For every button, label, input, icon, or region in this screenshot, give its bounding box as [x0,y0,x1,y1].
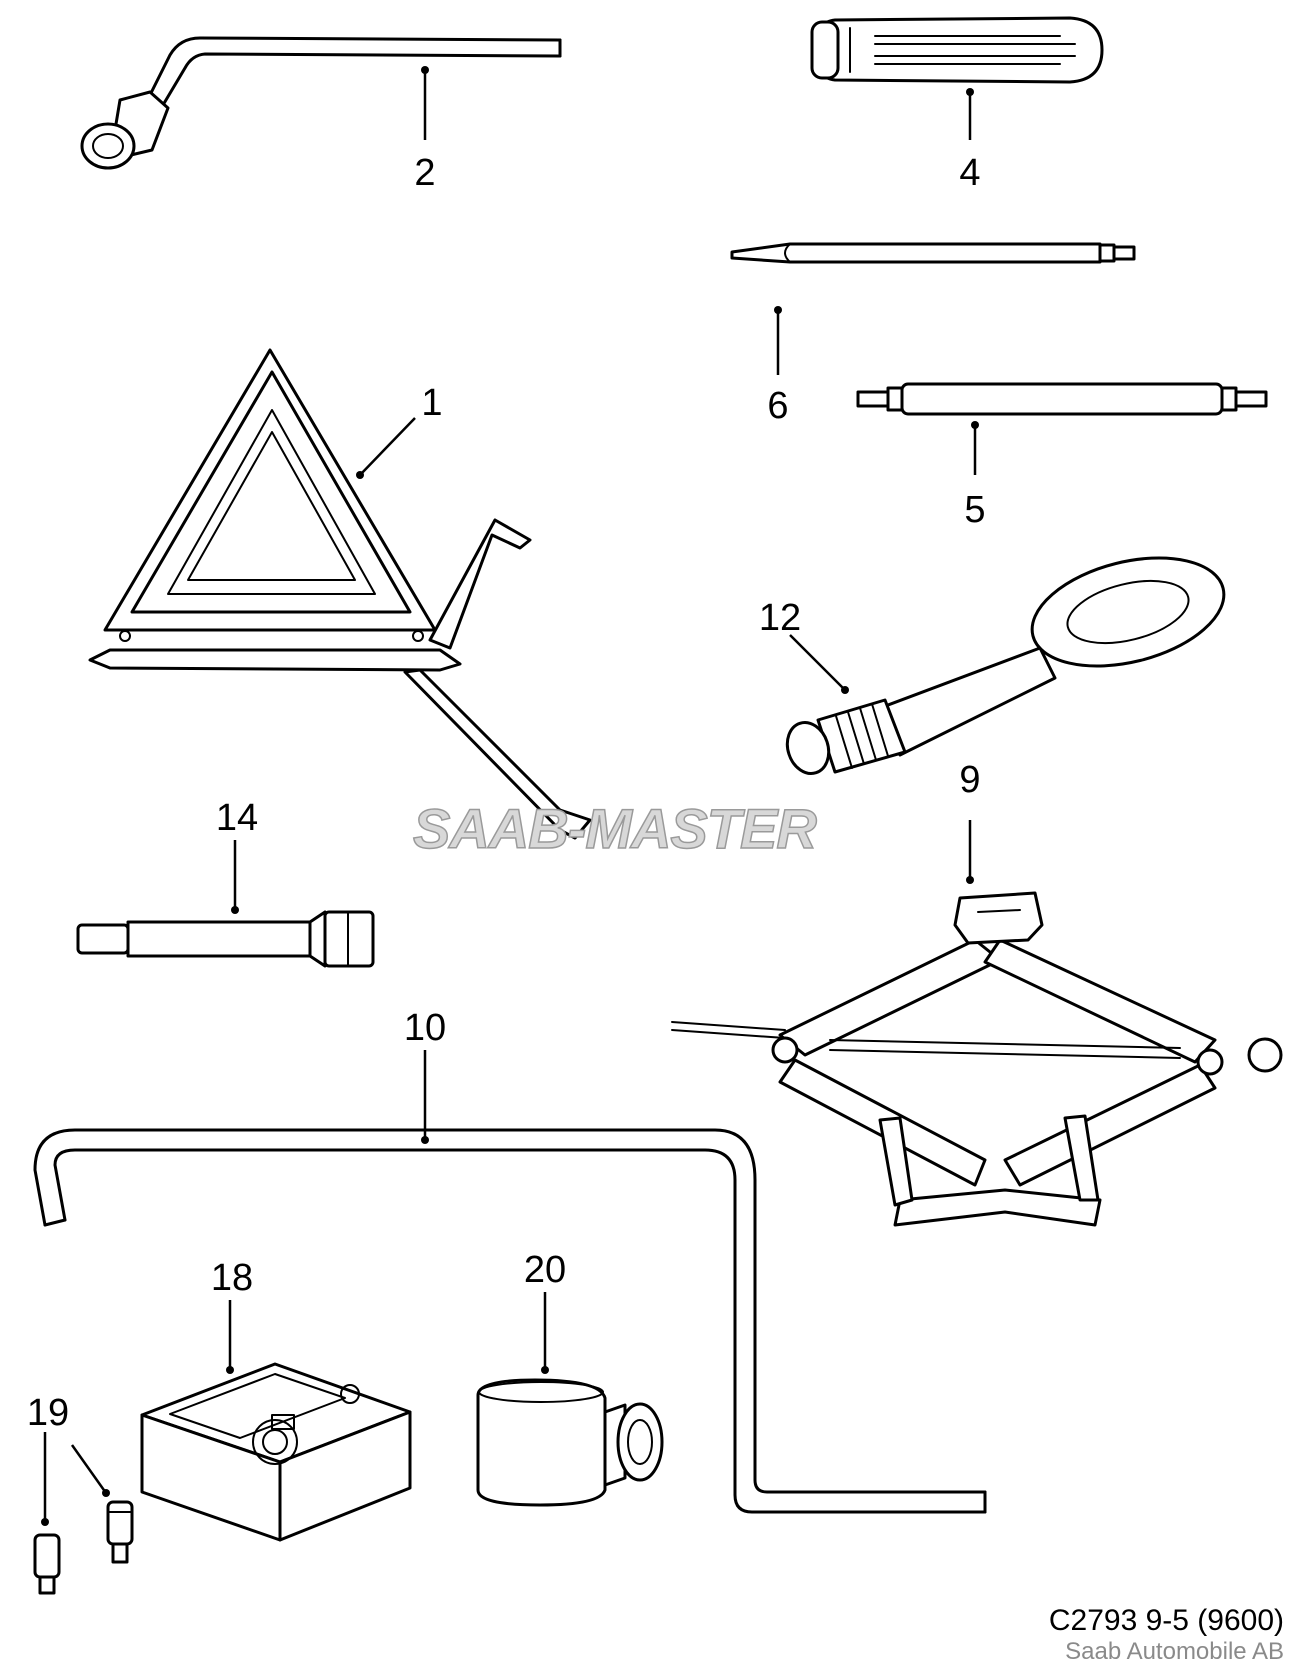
air-compressor-icon [140,1300,412,1542]
callout-2: 2 [414,152,435,194]
callout-4: 4 [959,152,980,194]
scissor-jack-icon [671,820,1283,1227]
double-bit-icon [856,382,1268,475]
callout-6: 6 [767,385,788,427]
callout-12: 12 [759,597,801,639]
socket-adapter-icon [76,840,375,968]
screwdriver-handle-icon [810,16,1104,140]
jack-handle-icon [33,1050,987,1514]
warning-triangle-icon [88,348,592,840]
diagram-code: C2793 9-5 (9600) [1048,1604,1284,1637]
company-name: Saab Automobile AB [1065,1638,1284,1665]
flat-blade-bit-icon [730,242,1136,375]
towing-eye-icon [785,556,1226,775]
watermark: SAAB-MASTER [413,797,817,860]
sealant-bottle-icon [476,1292,664,1507]
callout-9: 9 [959,759,980,801]
callout-14: 14 [216,797,258,839]
callout-5: 5 [964,489,985,531]
wheel-wrench-icon [80,36,562,170]
valve-insert-icon [33,1432,134,1595]
callout-19: 19 [27,1392,69,1434]
callout-18: 18 [211,1257,253,1299]
callout-20: 20 [524,1249,566,1291]
callout-1: 1 [421,382,442,424]
callout-10: 10 [404,1007,446,1049]
